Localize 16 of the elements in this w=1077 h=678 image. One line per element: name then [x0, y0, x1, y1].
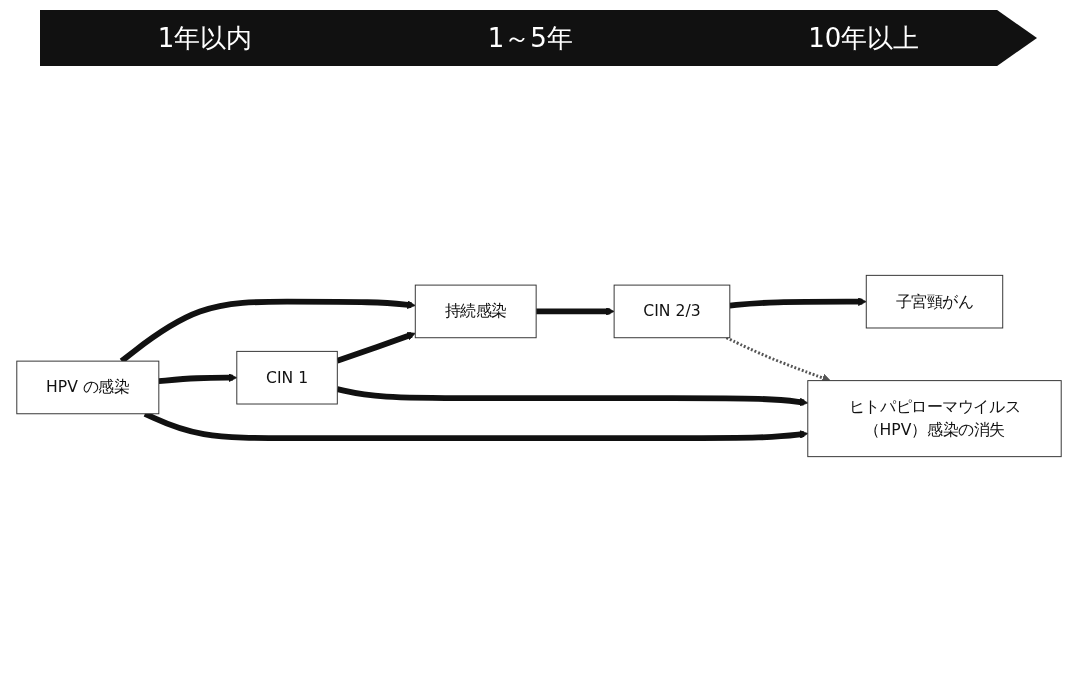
arrow: [729, 297, 867, 309]
arrow: [158, 373, 237, 385]
timeline-label: 10年以上: [808, 21, 920, 55]
node-box: ヒトパピローマウイルス（HPV）感染の消失: [806, 380, 1062, 458]
node-box: 子宮頸がん: [865, 274, 1003, 329]
node-box: CIN 2/3: [613, 284, 730, 339]
timeline-label: 1～5年: [487, 21, 573, 55]
arrow: [336, 386, 808, 407]
arrow: [535, 307, 614, 316]
node-box: HPV の感染: [15, 360, 159, 415]
node-box: CIN 1: [235, 350, 338, 405]
arrow: [335, 331, 416, 364]
arrow: [725, 336, 831, 382]
timeline-label: 1年以内: [157, 21, 253, 55]
arrow: [119, 298, 416, 364]
node-box: 持続感染: [414, 284, 537, 339]
